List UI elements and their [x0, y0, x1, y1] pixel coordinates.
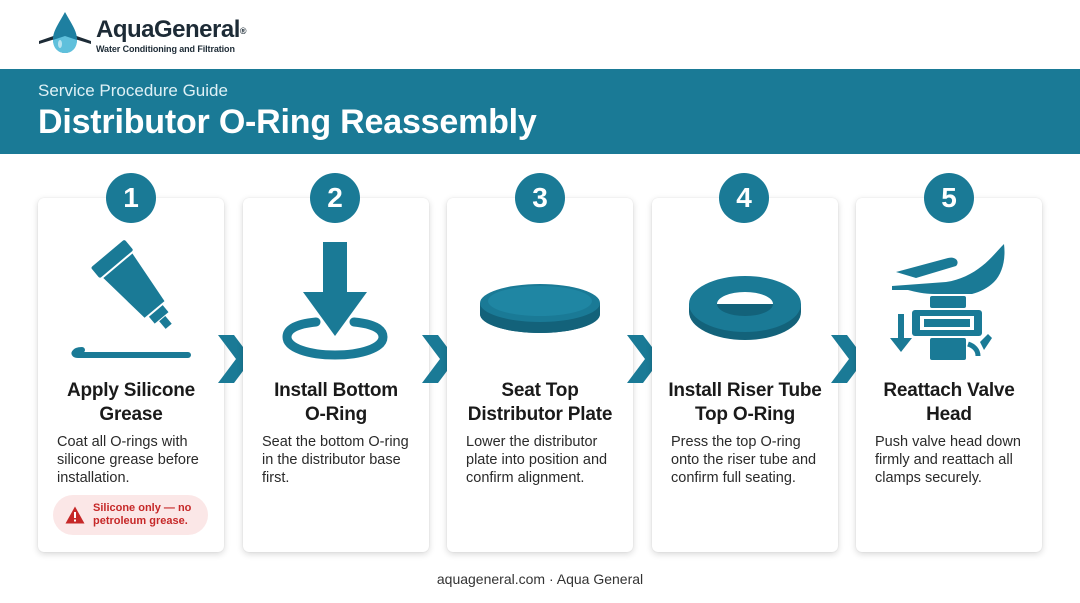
warning-triangle-icon: [65, 506, 85, 524]
step-description: Press the top O-ring onto the riser tube…: [671, 434, 817, 486]
step-number-1: 1: [106, 173, 156, 223]
page-title: Distributor O-Ring Reassembly: [38, 103, 537, 141]
step-description: Push valve head down firmly and reattach…: [875, 434, 1021, 486]
distributor-plate-icon: [480, 284, 600, 333]
install-ring-arrow-icon: [282, 242, 388, 360]
banner-subtitle: Service Procedure Guide: [38, 81, 228, 100]
title-banner: Service Procedure Guide Distributor O-Ri…: [0, 69, 1080, 154]
grease-tube-icon: [71, 240, 191, 358]
step-description: Lower the distributor plate into positio…: [466, 434, 608, 486]
water-drop-logo-icon: [39, 12, 91, 53]
step-number-4: 4: [719, 173, 769, 223]
step-description: Coat all O-rings with silicone grease be…: [57, 434, 199, 486]
step-number-2: 2: [310, 173, 360, 223]
o-ring-icon: [689, 276, 801, 340]
footer-text: aquageneral.com · Aqua General: [436, 571, 644, 587]
brand-name: AquaGeneral®: [96, 15, 247, 43]
step-number-5: 5: [924, 173, 974, 223]
brand-logo: AquaGeneral® Water Conditioning and Filt…: [38, 10, 247, 60]
step-number-3: 3: [515, 173, 565, 223]
step-description: Seat the bottom O-ring in the distributo…: [262, 434, 409, 486]
brand-tagline: Water Conditioning and Filtration: [96, 43, 235, 54]
hand-valve-clamp-icon: [890, 244, 1005, 360]
